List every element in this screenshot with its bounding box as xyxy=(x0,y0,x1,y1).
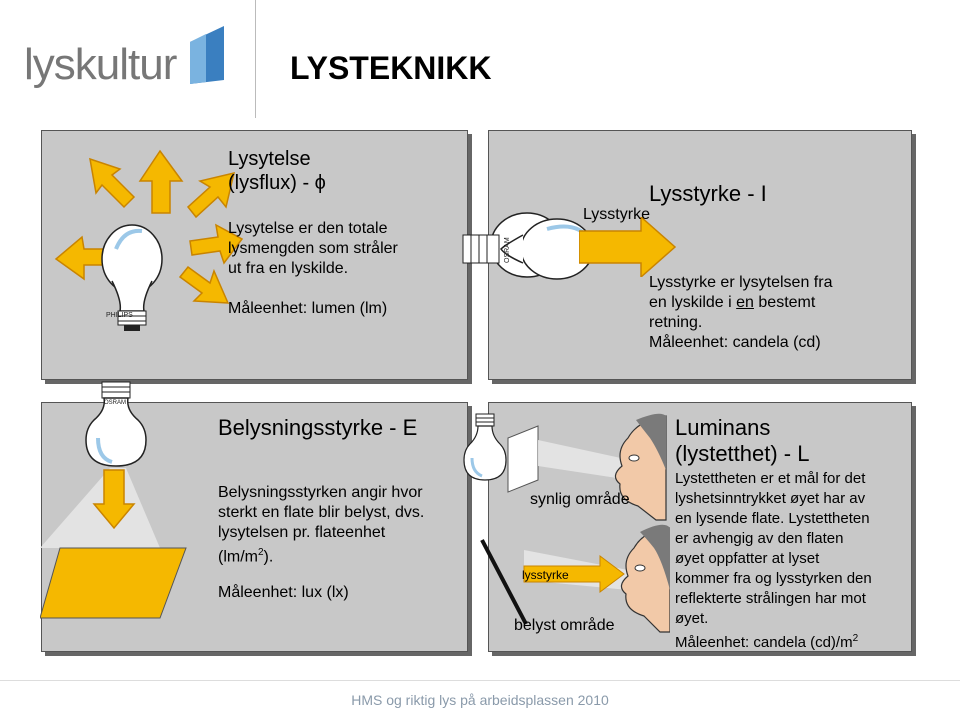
luminance-heading-line1: Luminans xyxy=(675,415,771,440)
footer-text: HMS og riktig lys på arbeidsplassen 2010 xyxy=(351,692,609,708)
flux-desc-line1: Lysytelse er den totale xyxy=(228,220,388,237)
flux-desc-line3: ut fra en lyskilde. xyxy=(228,260,349,277)
luminance-desc-line1: Lystettheten er et mål for det xyxy=(675,470,866,487)
luminance-desc-line5: øyet oppfatter at lyset xyxy=(675,550,820,567)
flux-desc-line2: lysmengden som stråler xyxy=(228,240,398,257)
bulb-icon: PHILIPS xyxy=(101,224,163,331)
panel-luminous-intensity: OSRAM Lysstyrke Lysstyrke - I Lysstyrke … xyxy=(462,130,912,380)
bulb-brand-label: OSRAM xyxy=(104,400,126,406)
radiating-bulb-illustration: PHILIPS xyxy=(54,149,244,331)
illuminance-unit: Måleenhet: lux (lx) xyxy=(218,584,349,601)
flux-heading-line2: (lysflux) - ϕ xyxy=(228,172,326,194)
footer-divider xyxy=(0,680,960,681)
illuminance-desc-line2: sterkt en flate blir belyst, dvs. xyxy=(218,504,425,521)
luminance-desc-line2: lyshetsinntrykket øyet har av xyxy=(675,490,866,507)
panel-luminous-flux: PHILIPS Lysytelse (lysflux) - ϕ Lysytels… xyxy=(41,130,468,380)
intensity-arrow-icon xyxy=(579,217,677,277)
luminance-desc-line8: øyet. xyxy=(675,610,709,627)
intensity-desc-line2: en lyskilde i en bestemt xyxy=(649,294,816,311)
luminance-desc-line7: reflekterte strålingen har mot xyxy=(675,590,866,607)
bulb-icon: OSRAM xyxy=(85,381,147,467)
intensity-unit: Måleenhet: candela (cd) xyxy=(649,334,821,351)
slide-title: LYSTEKNIKK xyxy=(290,50,492,86)
intensity-illustration: OSRAM xyxy=(462,212,594,280)
luminance-heading-line2: (lystetthet) - L xyxy=(675,441,810,466)
intensity-desc-line1: Lysstyrke er lysytelsen fra xyxy=(649,274,833,291)
intensity-small-label: lysstyrke xyxy=(522,568,569,582)
header-divider xyxy=(255,0,256,118)
illuminance-illustration: OSRAM xyxy=(40,381,187,619)
bulb-brand-label: PHILIPS xyxy=(106,312,133,319)
bulb-brand-label: OSRAM xyxy=(504,237,511,263)
arrow-label: Lysstyrke xyxy=(583,206,650,223)
logo-wordmark: lyskultur xyxy=(24,40,177,89)
illuminance-desc-line4: (lm/m2). xyxy=(218,547,274,566)
flux-heading-line1: Lysytelse xyxy=(228,148,311,170)
intensity-desc-line3: retning. xyxy=(649,314,703,331)
luminance-illustration xyxy=(463,413,670,633)
panel-luminance: Luminans (lystetthet) - L Lystettheten e… xyxy=(488,402,912,652)
face-icon xyxy=(614,413,667,521)
intensity-heading: Lysstyrke - I xyxy=(649,181,767,206)
flux-unit: Måleenhet: lumen (lm) xyxy=(228,300,388,317)
luminance-unit: Måleenhet: candela (cd)/m2 xyxy=(675,633,859,651)
bulb-icon xyxy=(463,413,507,481)
lit-area-label: belyst område xyxy=(514,617,615,634)
luminance-desc-line4: er avhengig av den flaten xyxy=(675,530,844,547)
illuminance-heading: Belysningsstyrke - E xyxy=(218,415,418,440)
logo-icon xyxy=(190,26,224,84)
illuminance-desc-line1: Belysningsstyrken angir hvor xyxy=(218,484,423,501)
luminance-desc-line6: kommer fra og lysstyrken den xyxy=(675,570,872,587)
illuminance-desc-line3: lysytelsen pr. flateenhet xyxy=(218,524,386,541)
face-icon xyxy=(620,524,670,633)
luminance-desc-line3: en lysende flate. Lystettheten xyxy=(675,510,870,527)
visible-area-label: synlig område xyxy=(530,491,630,508)
